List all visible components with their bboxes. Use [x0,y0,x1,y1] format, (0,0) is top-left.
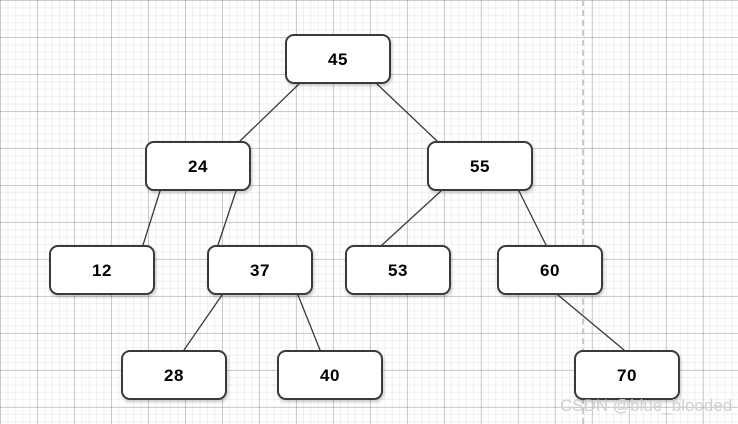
tree-node-45[interactable]: 45 [285,34,391,84]
tree-node-55[interactable]: 55 [427,141,533,191]
tree-node-40[interactable]: 40 [277,350,383,400]
tree-node-60[interactable]: 60 [497,245,603,295]
tree-node-label: 37 [250,260,270,280]
watermark-text: CSDN @blue_blooded [560,396,733,415]
tree-node-label: 12 [92,260,112,280]
tree-edge-n45-n24 [239,83,300,142]
tree-edge-n24-n37 [217,190,237,246]
tree-edge-n55-n60 [518,190,547,246]
tree-node-37[interactable]: 37 [207,245,313,295]
tree-edge-n60-n70 [557,294,625,351]
tree-node-24[interactable]: 24 [145,141,251,191]
tree-node-12[interactable]: 12 [49,245,155,295]
tree-node-label: 53 [388,260,408,280]
tree-node-label: 60 [540,260,560,280]
tree-edge-n37-n40 [297,294,321,351]
tree-node-label: 45 [328,49,348,69]
tree-node-label: 55 [470,156,490,176]
tree-node-28[interactable]: 28 [121,350,227,400]
tree-node-70[interactable]: 70 [574,350,680,400]
tree-edge-n55-n53 [381,190,442,246]
tree-node-label: 40 [320,365,340,385]
tree-edge-n24-n12 [142,190,161,246]
tree-edge-n37-n28 [183,294,223,351]
tree-node-53[interactable]: 53 [345,245,451,295]
vertical-dashed-guide [582,0,584,424]
tree-node-label: 70 [617,365,637,385]
tree-node-label: 24 [188,156,208,176]
tree-edge-n45-n55 [376,83,438,142]
tree-node-label: 28 [164,365,184,385]
